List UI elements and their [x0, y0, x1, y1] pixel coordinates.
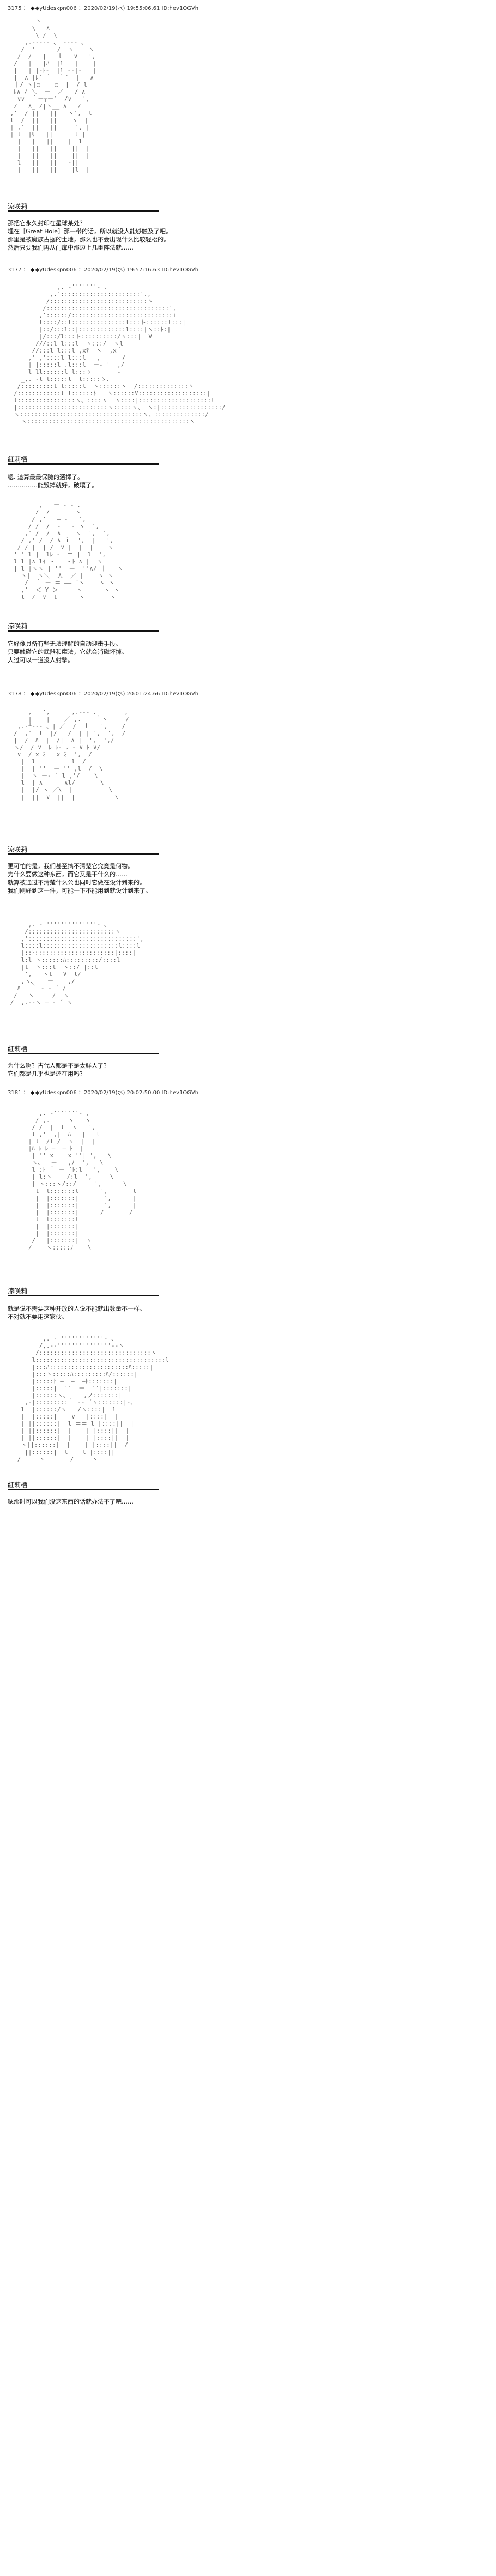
ascii-art-figure: , ', ,.-‐‐ 、 , | | ／ ,. ｀ヽ / ,.-┴-‐‐ 、| …	[14, 708, 130, 801]
trip-diamond-icon: ◆	[30, 1090, 35, 1096]
ascii-art-figure: , ー ‐ ‐ 、 / / ヽ / ,' ― ‐ ', / / / ‐ ‐ ヽ …	[14, 501, 123, 601]
dialog-line: 嗯那时可以我们没这东西的话就办法不了吧……	[8, 1498, 134, 1505]
ascii-art-figure: ,. ‐ ''''''''''''''‐ 、 /::::::::::::::::…	[10, 921, 144, 1006]
divider-rule	[8, 1053, 159, 1054]
ascii-art-figure: ヽ \ ∧ \ / \ ,.-‐‐‐‐ 、 ‐‐‐‐ 、 / ' / ヽ ヽ /…	[10, 17, 96, 173]
trip-diamond-icon: ◆	[30, 691, 35, 697]
post-header: 3178 ： ◆◆yUdeskpn006 ：2020/02/19(水) 20:0…	[8, 691, 199, 697]
dialog-line: ……………能毀掉就好，破壞了。	[8, 482, 98, 489]
divider-rule	[8, 630, 159, 632]
dialog-line: 更可怕的是，我们甚至搞不清楚它究竟是何物。	[8, 863, 134, 870]
dialog-line: 就是说不需要这种开放的人说不能就出数量不一样。	[8, 1305, 146, 1312]
post-meta: 2020/02/19(水) 19:57:16.63 ID:hev1OGVh	[83, 267, 199, 273]
post-author: ◆yUdeskpn006	[35, 267, 77, 273]
dialog-line: 然后只要我们再从门扉中那边上几重阵法就……	[8, 244, 134, 251]
dialog-line: 埋在［Great Hole］那一带的话，所以就没人能够触及了吧。	[8, 228, 172, 235]
trip-diamond-icon: ◆	[30, 5, 35, 11]
post-number: 3177	[8, 267, 22, 273]
divider-rule	[8, 210, 159, 212]
post-header: 3177 ： ◆◆yUdeskpn006 ：2020/02/19(水) 19:5…	[8, 267, 199, 273]
divider-rule	[8, 853, 159, 855]
dialog-line: 不对就不要用这家伙。	[8, 1313, 68, 1320]
speaker-name: 紅莉栖	[8, 456, 28, 463]
speaker-name: 涼咲莉	[8, 622, 28, 630]
dialog-line: 它们都是几乎也是还在用吗？	[8, 1070, 86, 1077]
dialog-line: 只要触碰它的武器和魔法，它就会消磁坏掉。	[8, 648, 128, 656]
speaker-name: 紅莉栖	[8, 1045, 28, 1053]
dialog-text: 为什么啊？古代人都是不是太鲜人了？它们都是几乎也是还在用吗？	[8, 1062, 166, 1078]
dialog-text: 它好像具备有些无法理解的自动迎击手段。只要触碰它的武器和魔法，它就会消磁坏掉。大…	[8, 640, 166, 664]
post-header: 3175 ： ◆◆yUdeskpn006 ：2020/02/19(水) 19:5…	[8, 5, 199, 11]
post-meta: 2020/02/19(水) 20:02:50.00 ID:hev1OGVh	[83, 1090, 199, 1096]
dialog-line: 就算被通过不清楚什么公也同时它做在设计到来的。	[8, 879, 146, 886]
divider-rule	[8, 463, 159, 465]
divider-rule	[8, 1489, 159, 1490]
dialog-text: 更可怕的是，我们甚至搞不清楚它究竟是何物。为什么要做这种东西，而它又是干什么的……	[8, 862, 166, 895]
dialog-line: 那把它永久封印在星球某处？	[8, 220, 86, 227]
trip-diamond-icon: ◆	[30, 267, 35, 273]
post-number: 3181	[8, 1090, 22, 1096]
ascii-art-figure: ,. ‐'''''''‐ 、 / ,. ヽ ヽ / / | l ヽ ', l ,…	[28, 1110, 137, 1251]
ascii-art-figure: ,. ‐'''''''‐ 、 ,.'::::::::::::::::::::::…	[14, 283, 226, 425]
dialog-text: 嗯那时可以我们没这东西的话就办法不了吧……	[8, 1498, 166, 1506]
post-meta: 2020/02/19(水) 20:01:24.66 ID:hev1OGVh	[83, 691, 199, 697]
ascii-art-figure: ,. ‐ ''''''''''''‐ 、 /,.-‐''''''''''''''…	[17, 1335, 170, 1463]
dialog-line: 大过可以一道没人射撃。	[8, 657, 74, 664]
speaker-name: 涼咲莉	[8, 846, 28, 853]
post-author: ◆yUdeskpn006	[35, 5, 77, 11]
speaker-name: 涼咲莉	[8, 203, 28, 210]
divider-rule	[8, 1295, 159, 1296]
speaker-name: 涼咲莉	[8, 1287, 28, 1295]
dialog-line: 它好像具备有些无法理解的自动迎击手段。	[8, 640, 122, 647]
post-header: 3181 ： ◆◆yUdeskpn006 ：2020/02/19(水) 20:0…	[8, 1090, 199, 1096]
dialog-line: 那里是被魔族占据的土地，那么也不会出现什么比较轻松的。	[8, 236, 170, 243]
post-meta: 2020/02/19(水) 19:55:06.61 ID:hev1OGVh	[83, 5, 199, 11]
dialog-line: 为什么要做这种东西，而它又是干什么的……	[8, 871, 128, 878]
dialog-line: 嗯. 這算最最保險的選擇了。	[8, 474, 83, 481]
post-author: ◆yUdeskpn006	[35, 691, 77, 697]
dialog-text: 嗯. 這算最最保險的選擇了。……………能毀掉就好，破壞了。	[8, 473, 166, 489]
dialog-text: 就是说不需要这种开放的人说不能就出数量不一样。不对就不要用这家伙。	[8, 1305, 166, 1321]
dialog-line: 为什么啊？古代人都是不是太鲜人了？	[8, 1062, 110, 1069]
speaker-name: 紅莉栖	[8, 1481, 28, 1489]
post-author: ◆yUdeskpn006	[35, 1090, 77, 1096]
dialog-text: 那把它永久封印在星球某处？埋在［Great Hole］那一带的话，所以就没人能够…	[8, 219, 172, 252]
post-number: 3178	[8, 691, 22, 697]
post-number: 3175	[8, 5, 22, 11]
dialog-line: 我们刚好到这一件，可能一下不能用到就设计到来了。	[8, 887, 152, 894]
